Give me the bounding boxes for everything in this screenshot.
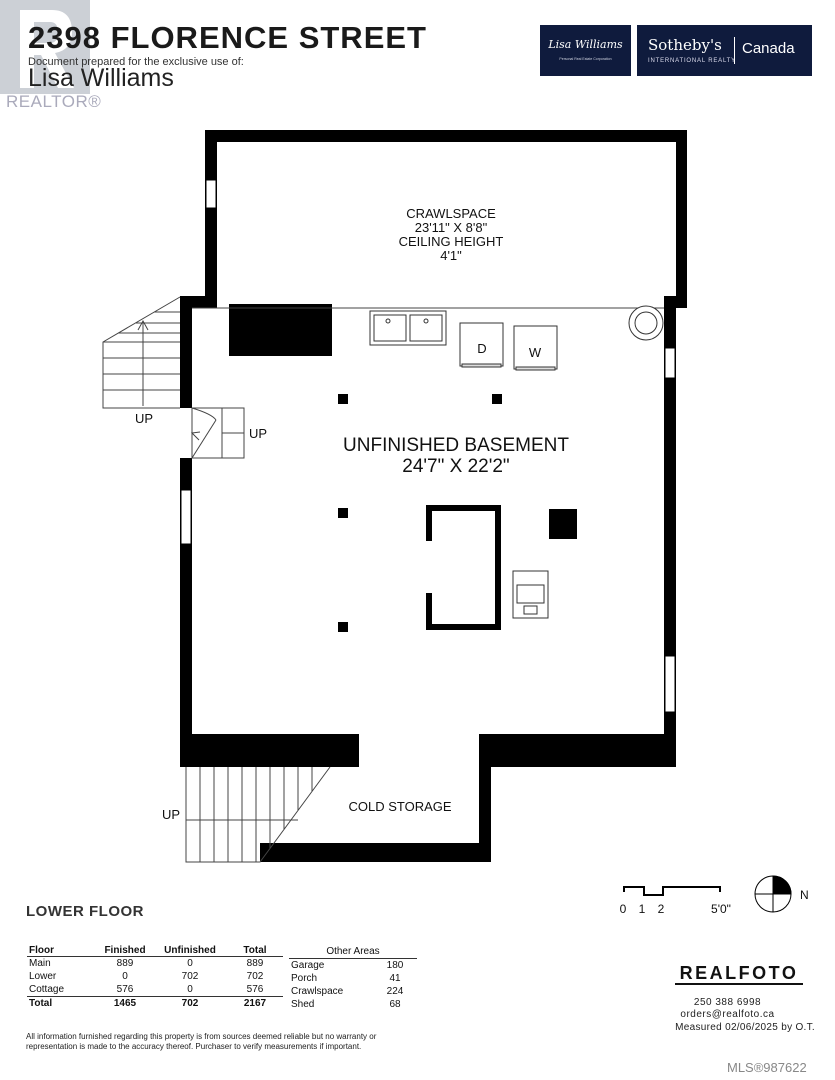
- total-finished: 1465: [97, 996, 153, 1010]
- other-areas-header: Other Areas: [289, 944, 417, 959]
- water-heater: [628, 305, 664, 341]
- col-floor: Floor: [27, 944, 97, 957]
- left-stairs: [102, 296, 181, 409]
- row-unfinished: 0: [187, 984, 193, 995]
- floor-label: LOWER FLOOR: [26, 903, 144, 920]
- row-finished: 576: [116, 984, 134, 995]
- brokerage-name: Sotheby's: [648, 36, 722, 54]
- crawlspace-size: 23'11" X 8'8": [415, 220, 488, 235]
- other-area-value: 224: [386, 986, 404, 997]
- laundry-sinks: [369, 310, 447, 346]
- row-total: 889: [246, 958, 264, 969]
- row-floor: Main: [29, 958, 51, 969]
- row-finished: 0: [122, 971, 128, 982]
- stairs-up-left: UP: [135, 411, 153, 426]
- realfoto-email: orders@realfoto.ca: [680, 1009, 775, 1020]
- table-row: Main 889 0 889: [27, 957, 283, 971]
- scale-tick-3: 5'0": [711, 902, 731, 916]
- row-floor: Lower: [29, 971, 57, 982]
- row-unfinished: 0: [187, 958, 193, 969]
- stairs-up-entry: UP: [249, 426, 267, 441]
- brokerage-country: Canada: [742, 40, 795, 57]
- other-area-name: Garage: [291, 960, 325, 971]
- client-name: Lisa Williams: [28, 64, 174, 92]
- compass-icon: [754, 875, 792, 913]
- furnace: [512, 570, 549, 619]
- walls: [180, 130, 687, 862]
- total-total: 2167: [227, 996, 283, 1010]
- scale-tick-2: 2: [658, 902, 665, 916]
- col-finished: Finished: [97, 944, 153, 957]
- brokerage-logo: Sotheby's INTERNATIONAL REALTY Canada: [637, 25, 812, 76]
- other-areas-table: Other Areas Garage 180 Porch 41 Crawlspa…: [289, 944, 417, 1011]
- realfoto-logo: REALFOTO: [675, 963, 803, 985]
- row-finished: 889: [116, 958, 134, 969]
- other-area-name: Shed: [291, 999, 315, 1010]
- total-floor: Total: [27, 996, 97, 1010]
- other-area-value: 180: [386, 960, 404, 971]
- realtor-r-logo-icon: [0, 0, 90, 94]
- stairs-up-bottom: UP: [162, 807, 180, 822]
- area-table-header: Floor Finished Unfinished Total: [27, 944, 283, 957]
- scale-tick-1: 1: [639, 902, 646, 916]
- dryer: [459, 322, 504, 368]
- row-unfinished: 702: [181, 971, 199, 982]
- basement-size: 24'7" X 22'2": [402, 456, 509, 477]
- col-total: Total: [227, 944, 283, 957]
- table-row: Porch 41: [289, 972, 417, 985]
- area-table: Floor Finished Unfinished Total Main 889…: [27, 944, 283, 1010]
- agent-logo-name: Lisa Williams: [548, 38, 623, 51]
- cold-storage-name: COLD STORAGE: [348, 799, 451, 814]
- row-floor: Cottage: [29, 984, 65, 995]
- dryer-label: D: [477, 341, 486, 356]
- other-area-value: 41: [389, 973, 401, 984]
- windows: [180, 179, 676, 713]
- row-total: 702: [246, 971, 264, 982]
- mls-number: MLS®987622: [727, 1060, 807, 1075]
- brokerage-divider: [734, 37, 735, 64]
- other-area-name: Crawlspace: [291, 986, 344, 997]
- prepared-note: Document prepared for the exclusive use …: [28, 56, 244, 68]
- disclaimer: All information furnished regarding this…: [26, 1032, 377, 1051]
- washer-label: W: [529, 345, 542, 360]
- realfoto-phone: 250 388 6998: [693, 997, 762, 1008]
- table-row: Cottage 576 0 576: [27, 983, 283, 997]
- entry-stairs: [190, 407, 245, 459]
- other-area-value: 68: [389, 999, 401, 1010]
- basement-name: UNFINISHED BASEMENT: [343, 435, 569, 456]
- crawlspace-height: 4'1": [440, 248, 462, 263]
- crawlspace-name: CRAWLSPACE: [406, 206, 496, 221]
- crawlspace-height-label: CEILING HEIGHT: [399, 234, 504, 249]
- other-area-name: Porch: [291, 973, 318, 984]
- col-unfinished: Unfinished: [153, 944, 227, 957]
- table-row-total: Total 1465 702 2167: [27, 996, 283, 1010]
- realtor-logo-text: REALTOR®: [6, 92, 102, 111]
- table-row: Crawlspace 224: [289, 985, 417, 998]
- agent-logo-subtitle: Personal Real Estate Corporation: [559, 57, 612, 61]
- washer: [513, 325, 558, 371]
- scale-bar: [623, 886, 721, 896]
- table-row: Shed 68: [289, 998, 417, 1011]
- row-total: 576: [246, 984, 264, 995]
- property-address: 2398 FLORENCE STREET: [28, 20, 427, 55]
- scale-tick-0: 0: [620, 902, 627, 916]
- table-row: Lower 0 702 702: [27, 970, 283, 983]
- svg-text:REALFOTO: REALFOTO: [680, 963, 799, 983]
- table-row: Garage 180: [289, 959, 417, 973]
- compass-north: N: [800, 888, 809, 902]
- measured-note: Measured 02/06/2025 by O.T.: [675, 1022, 815, 1033]
- agent-logo: Lisa Williams Personal Real Estate Corpo…: [540, 25, 631, 76]
- brokerage-subtitle: INTERNATIONAL REALTY: [648, 58, 736, 64]
- total-unfinished: 702: [153, 996, 227, 1010]
- bottom-stairs: [185, 766, 331, 863]
